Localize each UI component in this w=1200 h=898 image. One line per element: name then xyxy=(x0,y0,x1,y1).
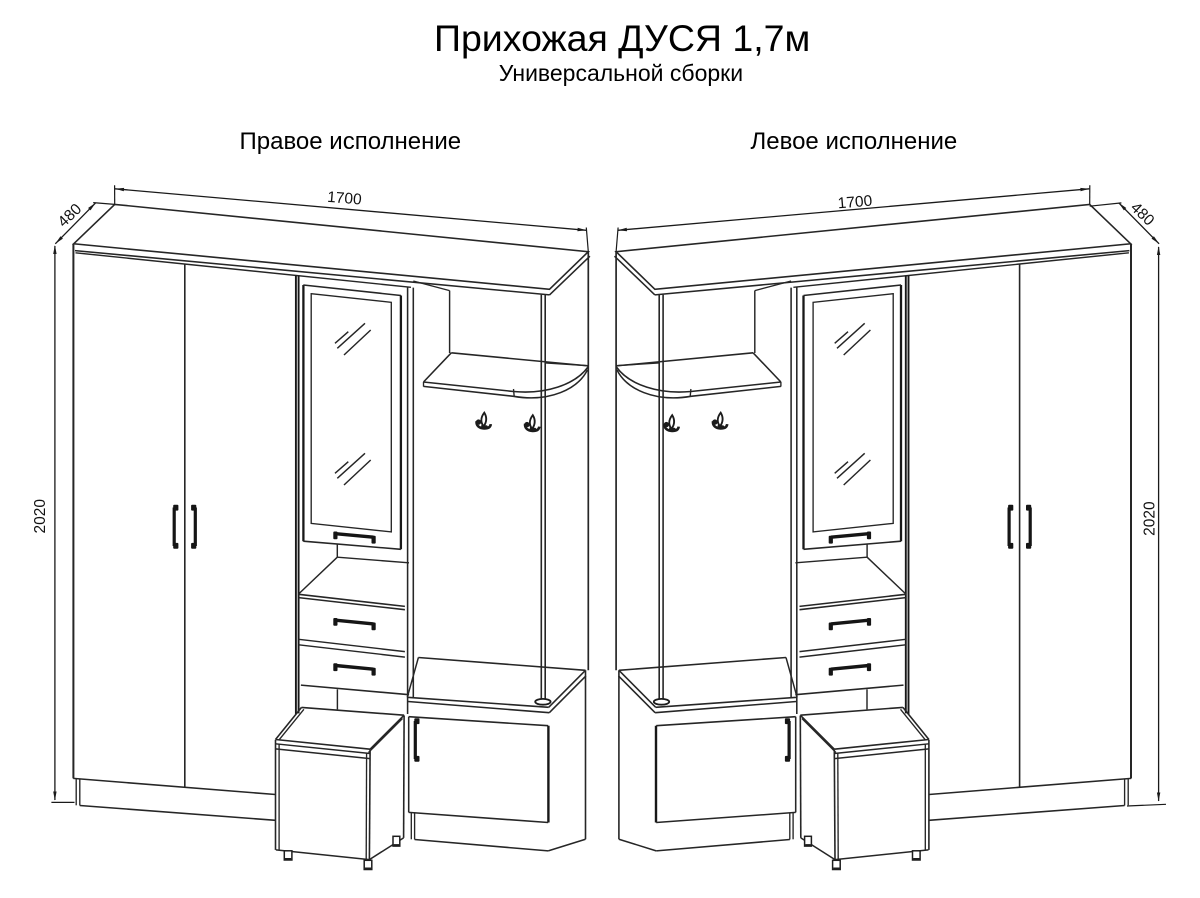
svg-text:1700: 1700 xyxy=(327,189,363,209)
svg-text:2020: 2020 xyxy=(32,499,49,534)
svg-text:1700: 1700 xyxy=(837,193,873,213)
svg-text:2020: 2020 xyxy=(1142,501,1159,536)
